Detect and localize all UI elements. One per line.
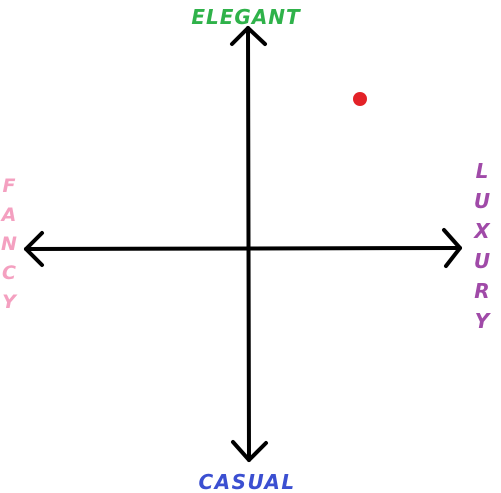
position-marker bbox=[353, 92, 367, 106]
axis-label-letter: X bbox=[472, 219, 491, 243]
axis-label-letter: Y bbox=[2, 291, 18, 313]
horizontal-axis bbox=[24, 228, 462, 268]
right-arrowhead-icon bbox=[442, 228, 462, 268]
axis-label-letter: A bbox=[0, 204, 16, 226]
vertical-axis-line bbox=[246, 26, 251, 462]
axis-label-letter: F bbox=[3, 175, 16, 197]
axis-label-letter: U bbox=[474, 189, 490, 213]
up-arrowhead-icon bbox=[230, 26, 267, 46]
vertical-axis bbox=[230, 26, 268, 462]
axis-label-casual: CASUAL bbox=[198, 470, 295, 493]
axis-label-letter: N bbox=[1, 233, 17, 255]
axis-label-letter: R bbox=[474, 279, 489, 303]
axis-label-letter: C bbox=[2, 262, 16, 284]
axis-label-letter: Y bbox=[475, 309, 492, 333]
horizontal-axis-line bbox=[24, 246, 462, 251]
left-arrowhead-icon bbox=[24, 231, 44, 267]
down-arrowhead-icon bbox=[231, 440, 268, 462]
axis-label-elegant: ELEGANT bbox=[191, 5, 301, 29]
axis-label-letter: U bbox=[474, 249, 490, 273]
axis-label-letter: L bbox=[476, 159, 489, 183]
